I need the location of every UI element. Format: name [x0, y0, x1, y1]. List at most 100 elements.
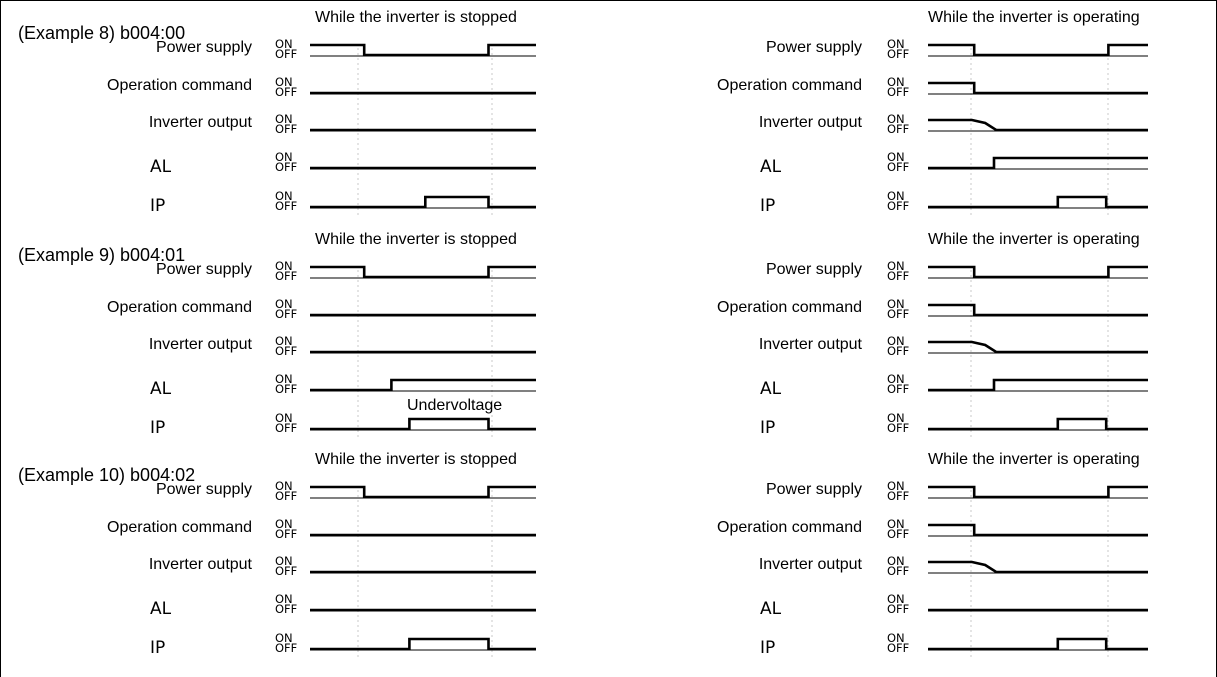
signal-label-operation-command: Operation command [107, 77, 252, 94]
off-label: OFF [887, 489, 909, 503]
off-label: OFF [887, 527, 909, 541]
on-label: ON [275, 150, 293, 164]
off-label: OFF [275, 160, 297, 174]
on-label: ON [275, 189, 293, 203]
on-label: ON [887, 150, 905, 164]
signal-label-operation-command: Operation command [107, 299, 252, 316]
on-label: ON [887, 592, 905, 606]
on-label: ON [887, 75, 905, 89]
example-title: (Example 9) b004:01 [18, 245, 185, 265]
off-label: OFF [887, 199, 909, 213]
off-label: OFF [275, 122, 297, 136]
waveform-power-supply [928, 485, 1148, 499]
off-label: OFF [275, 199, 297, 213]
waveform-ip [928, 417, 1148, 431]
waveform-power-supply [928, 43, 1148, 57]
signal-label-ip: IP [760, 196, 775, 216]
on-label: ON [887, 479, 905, 493]
signal-label-inverter-output: Inverter output [149, 336, 253, 353]
on-label: ON [887, 411, 905, 425]
on-label: ON [887, 554, 905, 568]
off-label: OFF [275, 641, 297, 655]
off-label: OFF [275, 421, 297, 435]
signal-label-ip: IP [760, 418, 775, 438]
signal-label-operation-command: Operation command [107, 519, 252, 536]
signal-label-al: AL [150, 157, 172, 177]
signal-label-inverter-output: Inverter output [759, 336, 863, 353]
off-label: OFF [887, 382, 909, 396]
on-label: ON [275, 631, 293, 645]
on-label: ON [887, 297, 905, 311]
off-label: OFF [275, 564, 297, 578]
stopped-heading: While the inverter is stopped [315, 9, 517, 26]
off-label: OFF [275, 602, 297, 616]
signal-label-power-supply: Power supply [156, 481, 252, 498]
off-label: OFF [275, 344, 297, 358]
off-label: OFF [887, 160, 909, 174]
on-label: ON [887, 517, 905, 531]
on-label: ON [275, 259, 293, 273]
on-label: ON [275, 592, 293, 606]
off-label: OFF [887, 602, 909, 616]
operating-heading: While the inverter is operating [928, 451, 1140, 468]
signal-label-operation-command: Operation command [717, 299, 862, 316]
example-title: (Example 10) b004:02 [18, 465, 195, 485]
signal-label-power-supply: Power supply [766, 39, 862, 56]
waveform-al [928, 378, 1148, 392]
operating-heading: While the inverter is operating [928, 231, 1140, 248]
stopped-heading: While the inverter is stopped [315, 451, 517, 468]
off-label: OFF [887, 122, 909, 136]
waveform-power-supply [310, 485, 536, 499]
waveform-power-supply [310, 265, 536, 279]
on-label: ON [275, 372, 293, 386]
waveform-power-supply [310, 43, 536, 57]
signal-label-al: AL [150, 379, 172, 399]
waveform-inverter-output [928, 118, 1148, 132]
on-label: ON [275, 297, 293, 311]
off-label: OFF [887, 269, 909, 283]
on-label: ON [275, 75, 293, 89]
operating-heading: While the inverter is operating [928, 9, 1140, 26]
signal-label-power-supply: Power supply [766, 261, 862, 278]
waveform-ip [310, 417, 536, 431]
signal-label-ip: IP [150, 196, 165, 216]
off-label: OFF [887, 641, 909, 655]
off-label: OFF [887, 421, 909, 435]
off-label: OFF [275, 307, 297, 321]
on-label: ON [275, 37, 293, 51]
on-label: ON [887, 259, 905, 273]
waveform-inverter-output [928, 340, 1148, 354]
off-label: OFF [887, 564, 909, 578]
off-label: OFF [275, 527, 297, 541]
signal-label-power-supply: Power supply [156, 39, 252, 56]
on-label: ON [887, 112, 905, 126]
signal-label-inverter-output: Inverter output [759, 556, 863, 573]
signal-label-ip: IP [760, 638, 775, 658]
on-label: ON [887, 334, 905, 348]
waveform-ip [310, 637, 536, 651]
off-label: OFF [887, 307, 909, 321]
off-label: OFF [275, 269, 297, 283]
signal-label-inverter-output: Inverter output [149, 114, 253, 131]
waveform-ip [928, 195, 1148, 209]
on-label: ON [887, 631, 905, 645]
on-label: ON [887, 372, 905, 386]
on-label: ON [275, 411, 293, 425]
signal-label-power-supply: Power supply [766, 481, 862, 498]
waveform-power-supply [928, 265, 1148, 279]
signal-label-al: AL [150, 599, 172, 619]
on-label: ON [275, 554, 293, 568]
waveform-al [310, 378, 536, 392]
on-label: ON [275, 112, 293, 126]
signal-label-inverter-output: Inverter output [149, 556, 253, 573]
waveform-operation-command [928, 303, 1148, 317]
on-label: ON [275, 334, 293, 348]
signal-label-inverter-output: Inverter output [759, 114, 863, 131]
signal-label-operation-command: Operation command [717, 519, 862, 536]
stopped-heading: While the inverter is stopped [315, 231, 517, 248]
waveform-ip [928, 637, 1148, 651]
waveform-operation-command [928, 81, 1148, 95]
signal-label-al: AL [760, 379, 782, 399]
signal-label-operation-command: Operation command [717, 77, 862, 94]
